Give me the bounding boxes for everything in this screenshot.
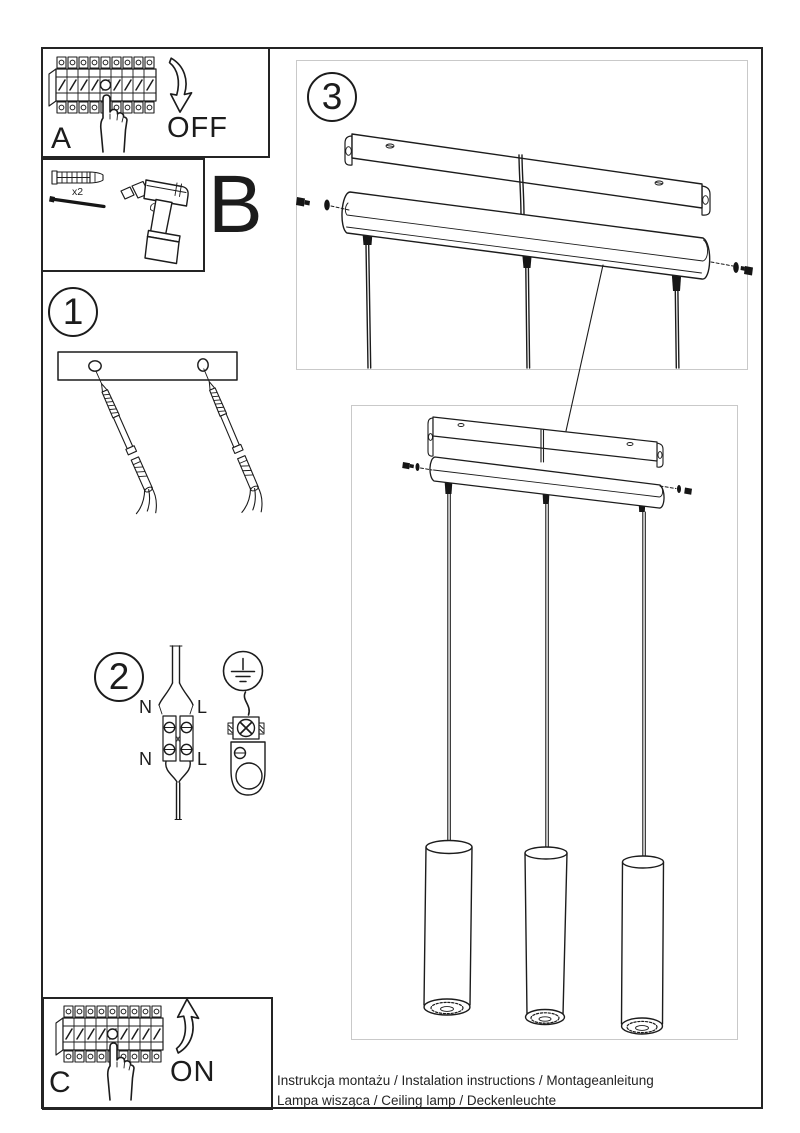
step1-number-badge: 1: [48, 287, 98, 337]
page-frame: [41, 47, 763, 1109]
caption: Instrukcja montażu / Instalation instruc…: [277, 1071, 654, 1110]
caption-line-1: Instrukcja montażu / Instalation instruc…: [277, 1073, 654, 1088]
panel-c-box: [42, 997, 273, 1110]
panel-c-state: ON: [170, 1056, 216, 1088]
step2-number: 2: [108, 656, 130, 697]
panel-b-label: B: [208, 159, 263, 250]
wire-label-l-bottom: L: [197, 749, 208, 769]
panel-a-state: OFF: [167, 112, 228, 144]
caption-line-2: Lampa wisząca / Ceiling lamp / Deckenleu…: [277, 1092, 557, 1108]
panel-b-box: [41, 158, 205, 272]
step2-number-badge: 2: [94, 652, 144, 702]
anchor-count-label: x2: [72, 186, 84, 198]
step3-number-badge: 3: [307, 72, 357, 122]
step3-figure-box: [296, 60, 748, 370]
wire-label-l-top: L: [197, 697, 208, 717]
assembled-lamp-figure-box: [351, 405, 738, 1040]
step3-number: 3: [321, 76, 343, 117]
panel-a-label: A: [51, 122, 72, 155]
wire-label-n-top: N: [139, 697, 152, 717]
panel-c-label: C: [49, 1066, 71, 1099]
step1-number: 1: [62, 291, 84, 332]
panel-a-box: [41, 47, 270, 158]
wire-label-n-bottom: N: [139, 749, 152, 769]
